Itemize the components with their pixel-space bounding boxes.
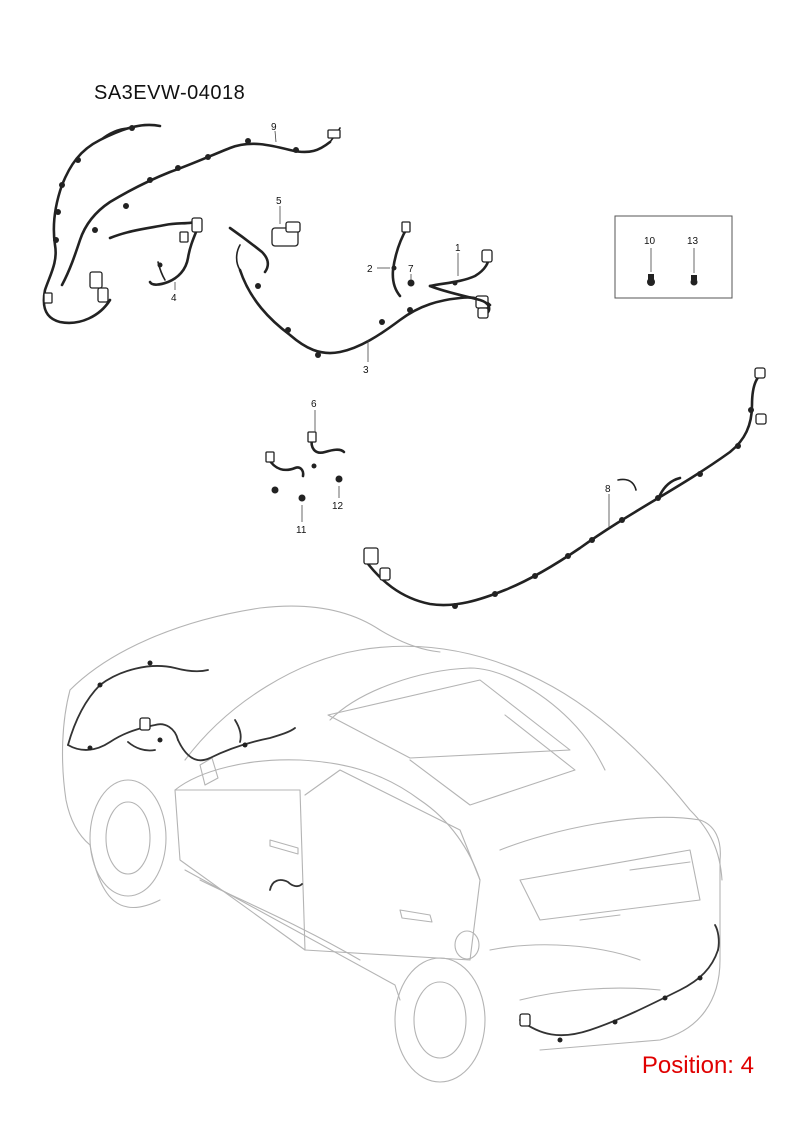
harness-9 — [42, 123, 341, 325]
callout-9: 9 — [271, 122, 277, 133]
harness-6 — [265, 431, 346, 502]
harness-4 — [148, 217, 203, 286]
callout-8: 8 — [605, 484, 611, 495]
harness-8 — [363, 367, 767, 609]
callout-10: 10 — [644, 236, 656, 247]
callout-11: 11 — [296, 525, 307, 536]
callout-7: 7 — [408, 264, 414, 275]
diagram-code-title: SA3EVW-04018 — [94, 82, 246, 104]
callout-1: 1 — [455, 243, 461, 254]
callout-12: 12 — [332, 501, 344, 512]
fasteners-inset-box — [614, 215, 733, 299]
position-label: Position: 4 — [641, 1052, 754, 1079]
callout-4: 4 — [171, 293, 177, 304]
vehicle-outline — [61, 605, 723, 1083]
fastener-7 — [407, 279, 415, 287]
callout-3: 3 — [363, 365, 369, 376]
harness-1 — [428, 249, 493, 319]
harness-3 — [228, 221, 492, 358]
callout-2: 2 — [367, 264, 373, 275]
callout-6: 6 — [311, 399, 317, 410]
harness-2 — [391, 221, 411, 298]
callout-13: 13 — [687, 236, 699, 247]
callout-5: 5 — [276, 196, 282, 207]
vehicle-harness-overlay — [67, 660, 720, 1043]
